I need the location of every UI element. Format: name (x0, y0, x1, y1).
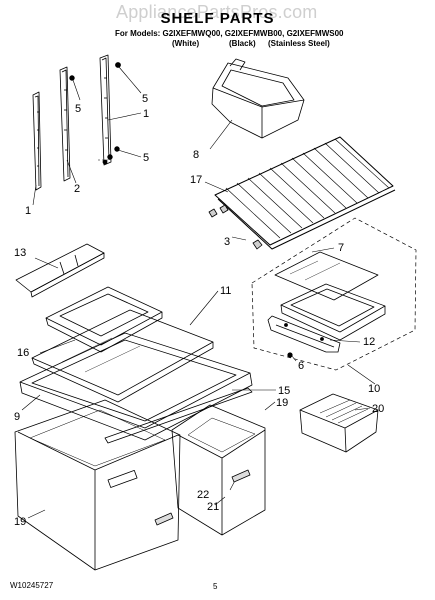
callout-10-assembly: 10 (368, 383, 380, 395)
callout-1-rail-left: 1 (25, 205, 31, 217)
page-number: 5 (213, 582, 218, 591)
callout-6-screw: 6 (298, 360, 304, 372)
callout-22-clip: 22 (197, 489, 209, 501)
callout-20-meat-pan: 20 (372, 403, 384, 415)
meat-pan (299, 393, 379, 453)
diagram-title: SHELF PARTS (160, 10, 275, 27)
shelf-rail-left (32, 91, 42, 191)
assembly-outline (251, 217, 417, 371)
variant-black: (Black) (229, 39, 256, 48)
watermark: AppliancePartsPros.com (116, 2, 318, 22)
callouts: 5 5 1 5 2 1 8 17 3 7 13 11 16 12 6 10 15… (14, 93, 384, 528)
callout-5-screw-top: 5 (142, 93, 148, 105)
drawer-slide-clips (154, 469, 251, 526)
slide-rail (267, 315, 341, 353)
callout-7-glass: 7 (338, 242, 344, 254)
variant-white: (White) (172, 39, 200, 48)
large-shelf-glass (31, 309, 214, 403)
door-bin (211, 58, 305, 139)
crisper-drawer-left (14, 399, 181, 571)
callout-12-slide: 12 (363, 336, 375, 348)
shelf-rail-center (59, 66, 71, 182)
shelf-support-clips (208, 204, 263, 250)
callout-19-drawer-left: 19 (14, 516, 26, 528)
callout-3-clips: 3 (224, 236, 230, 248)
crisper-drawer-right (171, 404, 266, 536)
callout-13-bracket: 13 (14, 247, 26, 259)
crisper-frame (19, 332, 253, 441)
callout-2-rail: 2 (74, 183, 80, 195)
wire-shelf (214, 136, 396, 250)
crisper-cover-frame (280, 283, 386, 341)
callout-21-clip: 21 (207, 501, 219, 513)
callout-5-screws-lower: 5 (143, 152, 149, 164)
glass-crisper-cover (45, 286, 163, 353)
crisper-cover-bracket (15, 243, 105, 298)
shelf-rail-right (99, 54, 112, 166)
callout-16-cover: 16 (17, 347, 29, 359)
variant-stainless: (Stainless Steel) (268, 39, 330, 48)
glass-pane (274, 251, 379, 301)
callout-8-door-bin: 8 (193, 149, 199, 161)
leader-lines (21, 66, 376, 519)
front-trim-bar (104, 387, 253, 444)
callout-17-wire-shelf: 17 (190, 174, 202, 186)
callout-5-rail-center: 5 (75, 103, 81, 115)
models-line: For Models: G2IXEFMWQ00, G2IXEFMWB00, G2… (115, 29, 344, 38)
callout-15-trim: 15 (278, 385, 290, 397)
callout-1-rail-right: 1 (143, 108, 149, 120)
document-number: W10245727 (10, 581, 54, 590)
screw-6 (287, 352, 293, 358)
callout-9-frame: 9 (14, 411, 20, 423)
callout-11-cover: 11 (220, 285, 231, 297)
callout-19-drawer-right: 19 (276, 397, 288, 409)
